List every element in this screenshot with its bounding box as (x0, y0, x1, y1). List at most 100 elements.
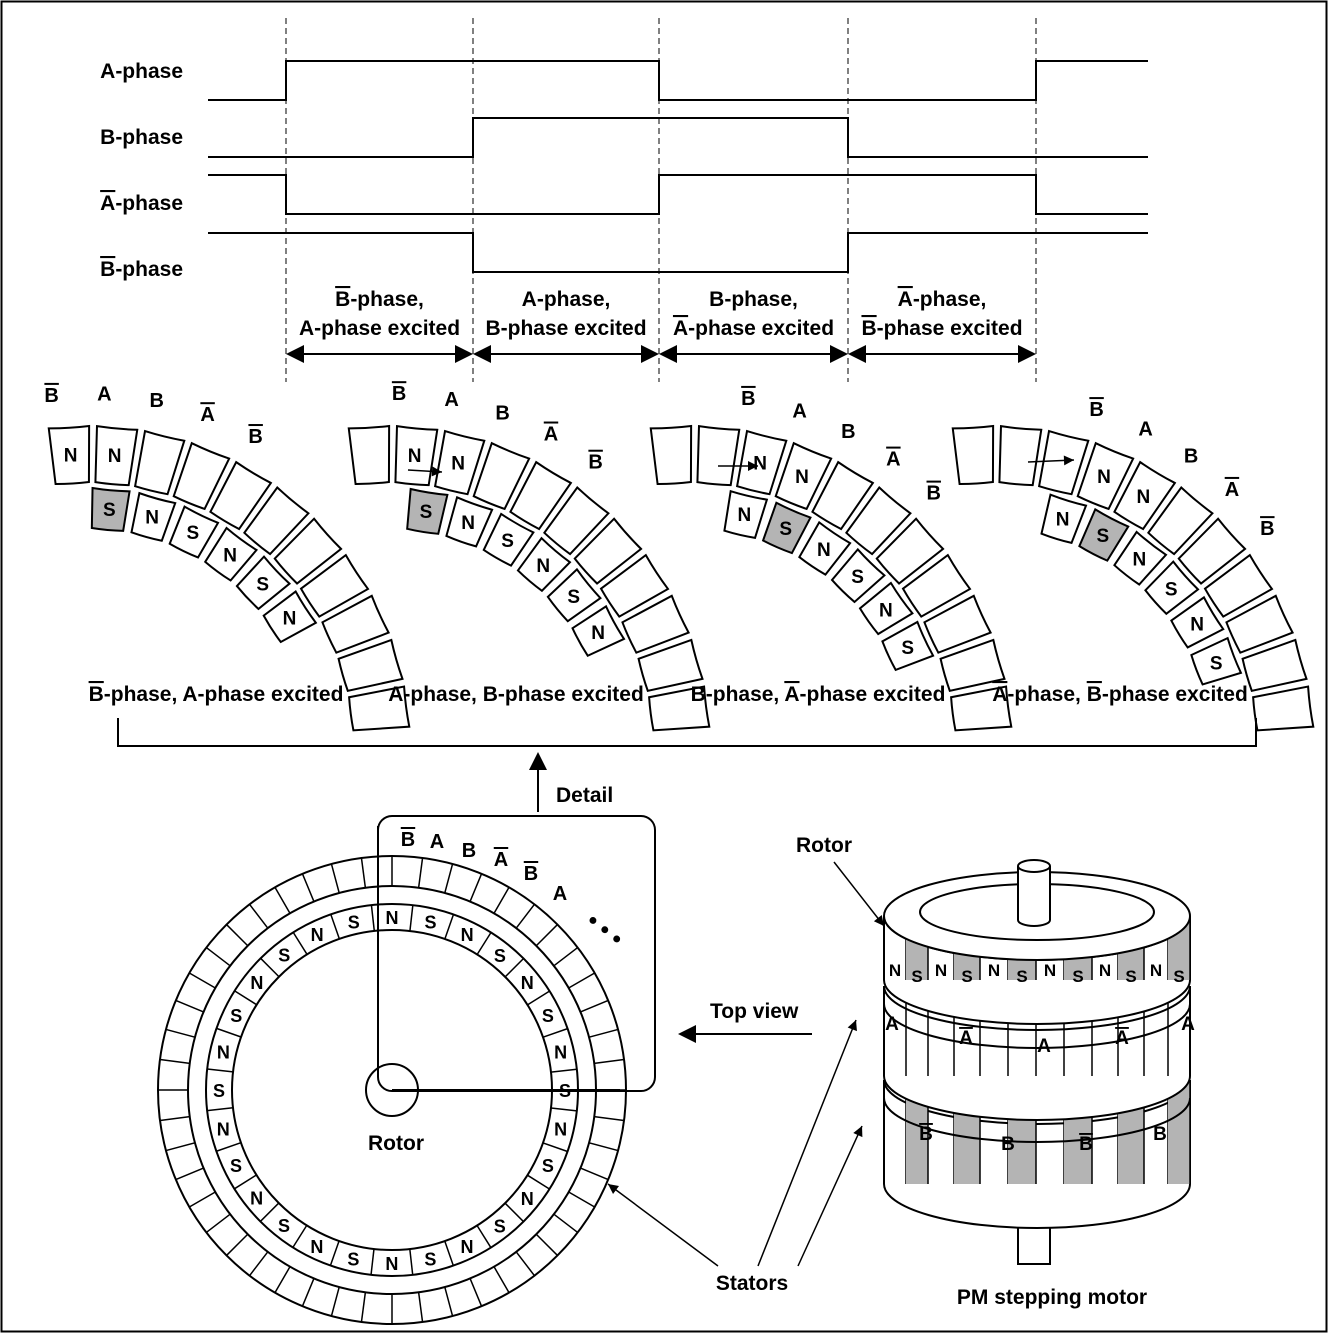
label-part: -phase, (1007, 683, 1086, 706)
stator-a-label: A (1115, 1028, 1129, 1049)
stator-b-label: B (1001, 1134, 1015, 1155)
rotor-pole-label: N (738, 505, 752, 526)
stator-pole-label: N (408, 446, 422, 467)
overbar-letter: B (1260, 518, 1274, 540)
stator-phase-label: A (444, 389, 458, 411)
label-part: A (1181, 1014, 1195, 1035)
label-part: A-phase excited (299, 317, 460, 340)
interval-label: A-phase, (522, 288, 611, 311)
stator-phase-label: B (927, 483, 941, 505)
stator-phase-label: A (430, 831, 444, 853)
stator-phase-label: B (150, 390, 164, 412)
step-caption: A-phase, B-phase excited (992, 683, 1248, 706)
step-caption: B-phase, A-phase excited (89, 683, 344, 706)
interval-label: B-phase, (335, 288, 424, 311)
stator-b-label: B (1079, 1134, 1093, 1155)
overbar-letter: A (886, 449, 900, 471)
rotor-pole-label: S (1072, 967, 1083, 986)
overbar-letter: B (919, 1124, 933, 1145)
label-part: A (97, 383, 111, 405)
label-part: -phase (115, 258, 183, 281)
label-part: -phase excited (877, 317, 1023, 340)
rotor-pole-label: S (1096, 526, 1109, 547)
stator-phase-label: A (886, 449, 900, 471)
rotor-ring-label: N (386, 908, 399, 928)
rotor-pole-label: N (536, 556, 550, 577)
interval-label: A-phase, (898, 288, 987, 311)
rotor-pole-label: S (103, 500, 116, 521)
label-part: -phase (115, 60, 183, 83)
overbar-letter: B (100, 258, 115, 281)
rotor-pole-label: N (1150, 961, 1162, 980)
overbar-letter: B (1079, 1134, 1093, 1155)
stator-pole-label: N (64, 446, 78, 467)
rotor-pole-label: S (1210, 653, 1223, 674)
rotor-ring-label: S (348, 912, 360, 932)
upper-shaft-top (1018, 860, 1050, 872)
stator-phase-label: A (200, 404, 214, 426)
label-part: A (100, 60, 115, 83)
rotor-pole-label: S (420, 502, 433, 523)
overbar-letter: A (898, 288, 913, 311)
rotor-ring-label: N (554, 1120, 567, 1140)
rotor-ring-label: S (542, 1156, 554, 1176)
phase-label: B-phase (100, 258, 183, 281)
rotor-pole-label: S (911, 967, 922, 986)
label-part: -phase (115, 192, 183, 215)
step-caption: B-phase, A-phase excited (691, 683, 946, 706)
rotor-ring-label: N (250, 1189, 263, 1209)
rotor-ring-label: N (310, 1237, 323, 1257)
rotor-pole-label: N (935, 961, 947, 980)
overbar-letter: B (588, 452, 602, 474)
stator-pole-label: N (108, 446, 122, 467)
label-part: B (1153, 1124, 1167, 1145)
stator-phase-label: B (401, 829, 415, 851)
label-part: -phase excited (800, 683, 946, 706)
overbar-letter: A (1115, 1028, 1129, 1049)
stator-phase-label: A (792, 401, 806, 423)
rotor-pole-label: N (1133, 550, 1147, 571)
rotor-ring-label: S (424, 912, 436, 932)
rotor-pole-label: N (461, 513, 475, 534)
rotor-ring-label: N (521, 973, 534, 993)
rotor-pole-label: S (901, 638, 914, 659)
overbar-letter: B (1089, 399, 1103, 421)
step-caption: A-phase, B-phase excited (388, 683, 644, 706)
phase-label: A-phase (100, 60, 183, 83)
label-part: A (885, 1014, 899, 1035)
rotor-ring-label: N (217, 1042, 230, 1062)
overbar-letter: A (544, 424, 558, 446)
rotor-ring-label: N (460, 1237, 473, 1257)
rotor-pole-label: N (1044, 961, 1056, 980)
stator-phase-label: B (1184, 446, 1198, 468)
top-view-label: Top view (710, 1000, 799, 1023)
rotor-ring-label: S (278, 946, 290, 966)
overbar-letter: B (335, 288, 350, 311)
overbar-letter: B (392, 383, 406, 405)
stator-tooth (651, 426, 691, 484)
rotor-pole-label: N (817, 540, 831, 561)
stator-a-label: A (885, 1014, 899, 1035)
stator-phase-label: A (97, 383, 111, 405)
overbar-letter: B (927, 483, 941, 505)
overbar-letter: A (494, 849, 508, 871)
motor-title: PM stepping motor (957, 1286, 1147, 1309)
rotor-pole-label: S (1016, 967, 1027, 986)
phase-label: A-phase (100, 192, 183, 215)
stator-pole-label: N (795, 467, 809, 488)
label-part: B-phase excited (485, 317, 646, 340)
label-part: B (495, 402, 509, 424)
rotor-ring-label: N (385, 1254, 398, 1274)
rotor-ring-label: S (542, 1006, 554, 1026)
label-part: A (1138, 419, 1152, 441)
upper-shaft (1018, 866, 1050, 926)
stator-phase-label: B (741, 388, 755, 410)
rotor-pole-label: S (1173, 967, 1184, 986)
stator-phase-label: A (1138, 419, 1152, 441)
phase-label: B-phase (100, 126, 183, 149)
rotor-ring-label: S (424, 1250, 436, 1270)
rotor-pole-label: S (1165, 579, 1178, 600)
rotor-pole-label: N (223, 546, 237, 567)
overbar-letter: A (100, 192, 115, 215)
